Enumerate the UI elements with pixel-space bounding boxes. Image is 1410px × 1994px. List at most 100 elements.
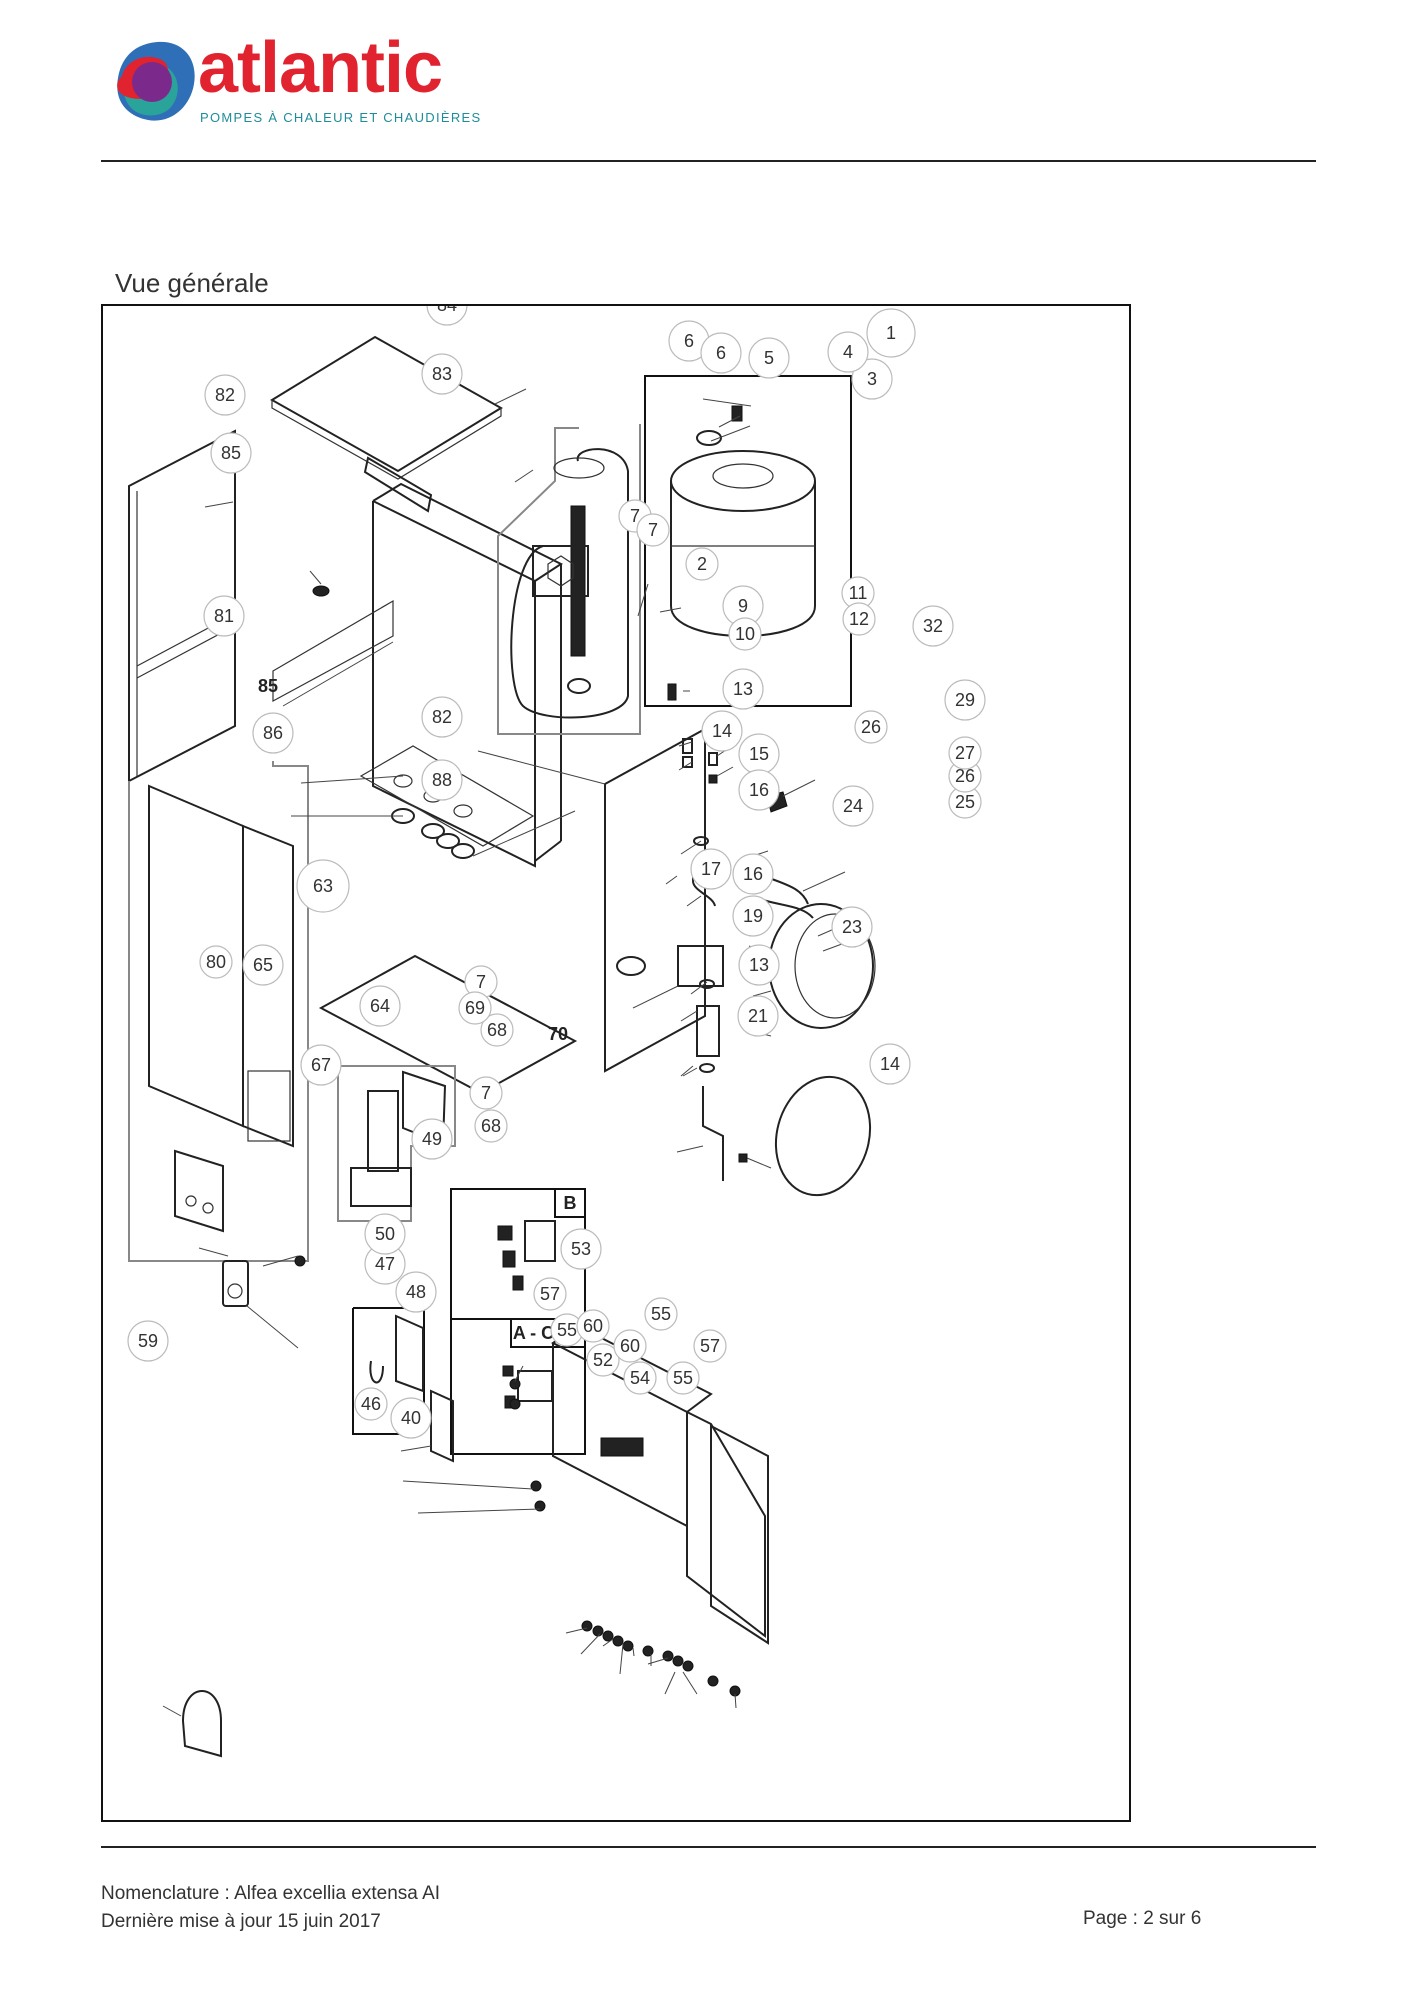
callout-26a: 26 — [854, 710, 888, 744]
part-fittings — [616, 738, 814, 1181]
svg-text:11: 11 — [849, 583, 868, 603]
callout-4: 4 — [827, 331, 869, 373]
svg-text:67: 67 — [311, 1055, 331, 1075]
callout-82b: 82 — [421, 696, 463, 738]
part-cable-glands — [581, 1620, 741, 1697]
callout-86: 86 — [252, 712, 294, 754]
callout-80: 80 — [199, 945, 233, 979]
callout-55b: 55 — [644, 1297, 678, 1331]
svg-text:26: 26 — [955, 766, 975, 786]
part-top-panel — [270, 335, 503, 480]
svg-text:21: 21 — [748, 1006, 768, 1026]
callout-63: 63 — [296, 859, 350, 913]
header-divider — [101, 160, 1316, 162]
svg-text:55: 55 — [557, 1320, 577, 1340]
callout-68a: 68 — [480, 1013, 514, 1047]
callout-5: 5 — [748, 337, 790, 379]
svg-text:6: 6 — [684, 331, 694, 351]
callout-85b: 85 — [258, 676, 278, 696]
callout-49: 49 — [411, 1118, 453, 1160]
svg-text:12: 12 — [849, 609, 869, 629]
svg-text:27: 27 — [955, 743, 975, 763]
svg-text:13: 13 — [733, 679, 753, 699]
callout-7d: 7 — [469, 1076, 503, 1110]
callout-88: 88 — [421, 759, 463, 801]
callout-83: 83 — [421, 353, 463, 395]
footer-updated: Dernière mise à jour 15 juin 2017 — [101, 1911, 381, 1932]
svg-text:48: 48 — [406, 1282, 426, 1302]
callout-21: 21 — [737, 995, 779, 1037]
callout-15: 15 — [738, 733, 780, 775]
callout-1: 1 — [866, 308, 916, 358]
svg-text:2: 2 — [697, 554, 707, 574]
svg-text:57: 57 — [540, 1284, 560, 1304]
callout-25: 25 — [948, 785, 982, 819]
callout-29: 29 — [944, 679, 986, 721]
svg-text:25: 25 — [955, 792, 975, 812]
svg-text:49: 49 — [422, 1129, 442, 1149]
callout-52: 52 — [586, 1343, 620, 1377]
callout-6b: 6 — [700, 332, 742, 374]
part-expansion-tank — [768, 903, 876, 1197]
callout-12: 12 — [842, 602, 876, 636]
svg-text:80: 80 — [206, 952, 226, 972]
callout-70: 70 — [548, 1024, 568, 1044]
svg-text:64: 64 — [370, 996, 390, 1016]
svg-text:14: 14 — [712, 721, 732, 741]
svg-text:7: 7 — [630, 506, 640, 526]
footer-nomenclature: Nomenclature : Alfea excellia extensa AI — [101, 1883, 441, 1904]
svg-text:16: 16 — [743, 864, 763, 884]
callout-13b: 13 — [738, 944, 780, 986]
svg-text:9: 9 — [738, 596, 748, 616]
svg-text:47: 47 — [375, 1254, 395, 1274]
svg-text:23: 23 — [842, 917, 862, 937]
part-side-panel-right — [604, 727, 706, 1073]
callout-84: 84 — [426, 306, 468, 326]
svg-text:55: 55 — [651, 1304, 671, 1324]
callout-2: 2 — [685, 547, 719, 581]
svg-text:84: 84 — [437, 306, 457, 315]
callout-64: 64 — [359, 985, 401, 1027]
brand-tagline: POMPES À CHALEUR ET CHAUDIÈRES — [200, 110, 482, 125]
svg-text:17: 17 — [701, 859, 721, 879]
callout-48: 48 — [395, 1271, 437, 1313]
callout-16a: 16 — [738, 769, 780, 811]
svg-text:59: 59 — [138, 1331, 158, 1351]
callout-7b: 7 — [636, 513, 670, 547]
callout-14b: 14 — [869, 1043, 911, 1085]
part-grommet — [312, 585, 330, 597]
callout-54: 54 — [623, 1361, 657, 1395]
svg-text:85: 85 — [221, 443, 241, 463]
svg-text:3: 3 — [867, 369, 877, 389]
variant-b-label: B — [564, 1193, 577, 1213]
svg-text:7: 7 — [481, 1083, 491, 1103]
callout-69: 69 — [458, 991, 492, 1025]
brand-wordmark: atlantic — [198, 28, 443, 108]
page-number: Page : 2 sur 6 — [1083, 1908, 1202, 1929]
callout-27: 27 — [948, 736, 982, 770]
callout-50: 50 — [364, 1213, 406, 1255]
callout-67: 67 — [300, 1044, 342, 1086]
svg-text:7: 7 — [476, 972, 486, 992]
svg-text:86: 86 — [263, 723, 283, 743]
svg-text:53: 53 — [571, 1239, 591, 1259]
group-control-housing — [337, 1065, 456, 1222]
part-power-board — [369, 1314, 424, 1393]
callout-32: 32 — [912, 605, 954, 647]
callout-82a: 82 — [204, 374, 246, 416]
svg-text:13: 13 — [749, 955, 769, 975]
svg-text:16: 16 — [749, 780, 769, 800]
callout-55c: 55 — [666, 1361, 700, 1395]
svg-text:85: 85 — [258, 676, 278, 696]
part-side-frame-left — [128, 429, 236, 783]
svg-text:83: 83 — [432, 364, 452, 384]
callout-68b: 68 — [474, 1109, 508, 1143]
callout-47: 47 — [364, 1243, 406, 1285]
callout-10: 10 — [728, 617, 762, 651]
part-pcb — [430, 1378, 546, 1512]
part-heating-element — [510, 448, 629, 719]
exploded-view-frame: B A - C - D — [101, 304, 1131, 1822]
logo-mark-icon — [117, 41, 195, 121]
svg-text:1: 1 — [886, 323, 896, 343]
svg-text:68: 68 — [487, 1020, 507, 1040]
